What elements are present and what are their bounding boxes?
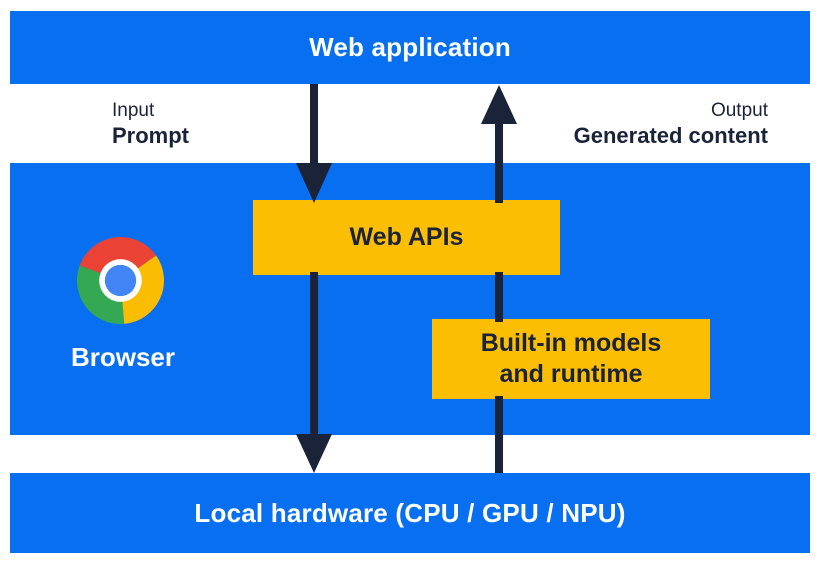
local-hardware-label: Local hardware (CPU / GPU / NPU) <box>194 497 626 528</box>
input-value-prompt: Prompt <box>112 123 189 148</box>
builtin-models-line2: and runtime <box>499 360 643 388</box>
web-application-label: Web application <box>309 32 511 62</box>
web-apis-box: Web APIs <box>253 200 560 275</box>
browser-label: Browser <box>70 342 176 372</box>
output-value-generated-content: Generated content <box>573 123 768 148</box>
local-hardware-bar: Local hardware (CPU / GPU / NPU) <box>10 473 810 553</box>
up-arrow-shaft-top <box>495 120 503 203</box>
builtin-models-box: Built-in models and runtime <box>432 319 710 399</box>
up-arrow-shaft-bottom <box>495 396 503 473</box>
web-application-bar: Web application <box>10 11 810 84</box>
builtin-models-line1: Built-in models <box>480 329 662 357</box>
builtin-models-label: Built-in models and runtime <box>481 328 662 390</box>
down-arrow-head-to-web-apis <box>296 163 332 203</box>
up-arrow-head-to-web-application <box>481 85 517 124</box>
up-arrow-shaft-middle <box>495 272 503 322</box>
down-arrow-head-to-hardware <box>296 434 332 473</box>
chrome-browser-icon <box>77 237 164 324</box>
output-title: Output <box>710 100 768 121</box>
down-arrow-shaft-top <box>310 84 318 168</box>
down-arrow-shaft-bottom <box>310 272 318 440</box>
web-apis-label: Web APIs <box>349 223 464 251</box>
input-title: Input <box>112 100 155 121</box>
